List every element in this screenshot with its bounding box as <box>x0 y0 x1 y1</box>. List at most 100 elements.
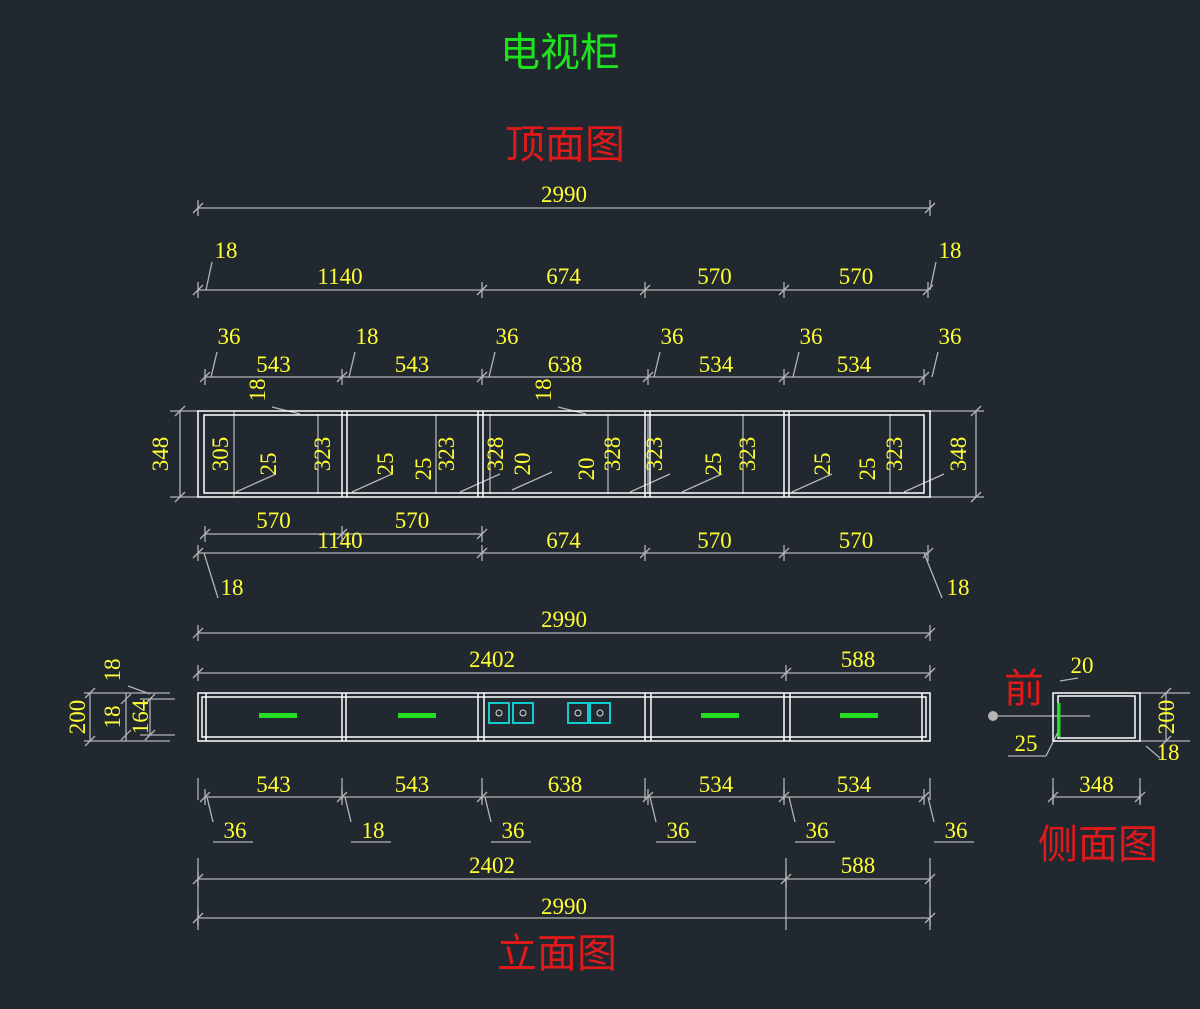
side-view-inner-outline <box>1057 695 1136 739</box>
socket-hole <box>495 709 503 717</box>
front-height-label: 200 <box>65 700 90 735</box>
front-inner-width-label: 638 <box>548 772 583 797</box>
top-row-label: 570 <box>839 264 874 289</box>
front-split-bottom-label: 2402 <box>469 853 515 878</box>
inner-width-label: 543 <box>256 352 291 377</box>
inner-depth-label: 305 <box>208 437 233 472</box>
front-inner-width-label: 543 <box>256 772 291 797</box>
end-offset-label: 18 <box>221 575 244 600</box>
front-split-label: 2402 <box>469 647 515 672</box>
side-depth-label: 348 <box>1079 772 1114 797</box>
dimension-tick <box>192 202 204 214</box>
dimension-line <box>344 796 352 823</box>
panel-thickness-label: 36 <box>806 818 829 843</box>
dimension-line <box>203 552 219 599</box>
socket-box <box>567 702 589 724</box>
side-offset-label: 20 <box>1071 653 1094 678</box>
dimension-line <box>927 796 935 823</box>
inner-height-label: 323 <box>434 437 459 472</box>
panel-thickness-label: 36 <box>939 324 962 349</box>
bottom-row-label: 570 <box>697 528 732 553</box>
top-plate-label: 18 <box>100 659 125 682</box>
sub-width-label: 570 <box>256 508 291 533</box>
drawer-handle <box>840 713 878 718</box>
small-offset-label: 18 <box>531 379 556 402</box>
dimension-tick <box>120 729 132 741</box>
socket-box <box>589 702 611 724</box>
top-view-inner-outline <box>203 414 925 494</box>
top-row-label: 1140 <box>317 264 362 289</box>
front-marker-label: 前 <box>1004 666 1044 712</box>
depth-label: 348 <box>148 437 173 472</box>
dimension-tick <box>639 284 651 296</box>
inner-height-label: 328 <box>483 437 508 472</box>
dimension-line <box>511 471 553 491</box>
dimension-line <box>459 473 501 493</box>
dimension-tick <box>642 371 654 383</box>
front-split-bottom-label: 588 <box>841 853 876 878</box>
inner-height-label: 164 <box>128 699 153 734</box>
top-row-label: 674 <box>546 264 581 289</box>
socket-hole <box>596 709 604 717</box>
inner-height-label: 323 <box>642 437 667 472</box>
top-view-outline <box>197 410 931 498</box>
dimension-line <box>351 473 393 493</box>
front-plate-label: 18 <box>100 706 125 729</box>
dimension-tick <box>199 371 211 383</box>
drawer-handle <box>701 713 739 718</box>
panel-thickness-label: 36 <box>218 324 241 349</box>
dimension-line <box>1059 677 1079 682</box>
front-inner-width-label: 534 <box>699 772 734 797</box>
panel-thickness-label: 18 <box>362 818 385 843</box>
dimension-tick <box>192 547 204 559</box>
inner-width-label: 534 <box>837 352 872 377</box>
panel-thickness-label: 36 <box>496 324 519 349</box>
dimension-line <box>929 261 937 291</box>
dimension-tick <box>642 791 654 803</box>
front-view-label: 立面图 <box>497 931 617 977</box>
side-plate-label: 18 <box>1157 740 1180 765</box>
gap-label: 20 <box>510 453 535 476</box>
dimension-tick <box>918 371 930 383</box>
overall-width-label: 2990 <box>541 182 587 207</box>
dimension-tick <box>192 284 204 296</box>
side-view-outline <box>1052 692 1141 742</box>
inner-width-label: 638 <box>548 352 583 377</box>
front-view-inner-outline <box>201 696 927 738</box>
panel-thickness-label: 36 <box>667 818 690 843</box>
dimension-tick <box>924 667 936 679</box>
small-offset-label: 18 <box>245 379 270 402</box>
bottom-row-label: 674 <box>546 528 581 553</box>
top-view-label: 顶面图 <box>505 122 625 168</box>
front-inner-width-label: 543 <box>395 772 430 797</box>
inner-height-label: 323 <box>882 437 907 472</box>
dimension-tick <box>476 284 488 296</box>
panel-thickness-label: 36 <box>800 324 823 349</box>
dimension-line <box>923 552 943 599</box>
front-split-label: 588 <box>841 647 876 672</box>
end-offset-label: 18 <box>215 238 238 263</box>
panel-thickness-label: 36 <box>661 324 684 349</box>
dimension-line <box>348 351 356 378</box>
front-overall-bottom-label: 2990 <box>541 894 587 919</box>
dimension-lines <box>84 200 1190 930</box>
dimension-tick <box>476 371 488 383</box>
gap-label: 25 <box>855 458 880 481</box>
dimension-tick <box>192 667 204 679</box>
dimension-line <box>235 473 277 493</box>
dimension-line <box>1145 745 1161 759</box>
dimension-tick <box>476 547 488 559</box>
section-marker <box>988 711 998 721</box>
end-offset-label: 18 <box>939 238 962 263</box>
inner-height-label: 323 <box>735 437 760 472</box>
dimension-tick <box>778 284 790 296</box>
dimension-tick <box>780 667 792 679</box>
inner-width-label: 534 <box>699 352 734 377</box>
cabinet-details <box>259 702 1061 737</box>
dimension-line <box>681 473 723 493</box>
bottom-row-label: 570 <box>839 528 874 553</box>
panel-thickness-label: 18 <box>356 324 379 349</box>
front-view-outline <box>197 692 931 742</box>
